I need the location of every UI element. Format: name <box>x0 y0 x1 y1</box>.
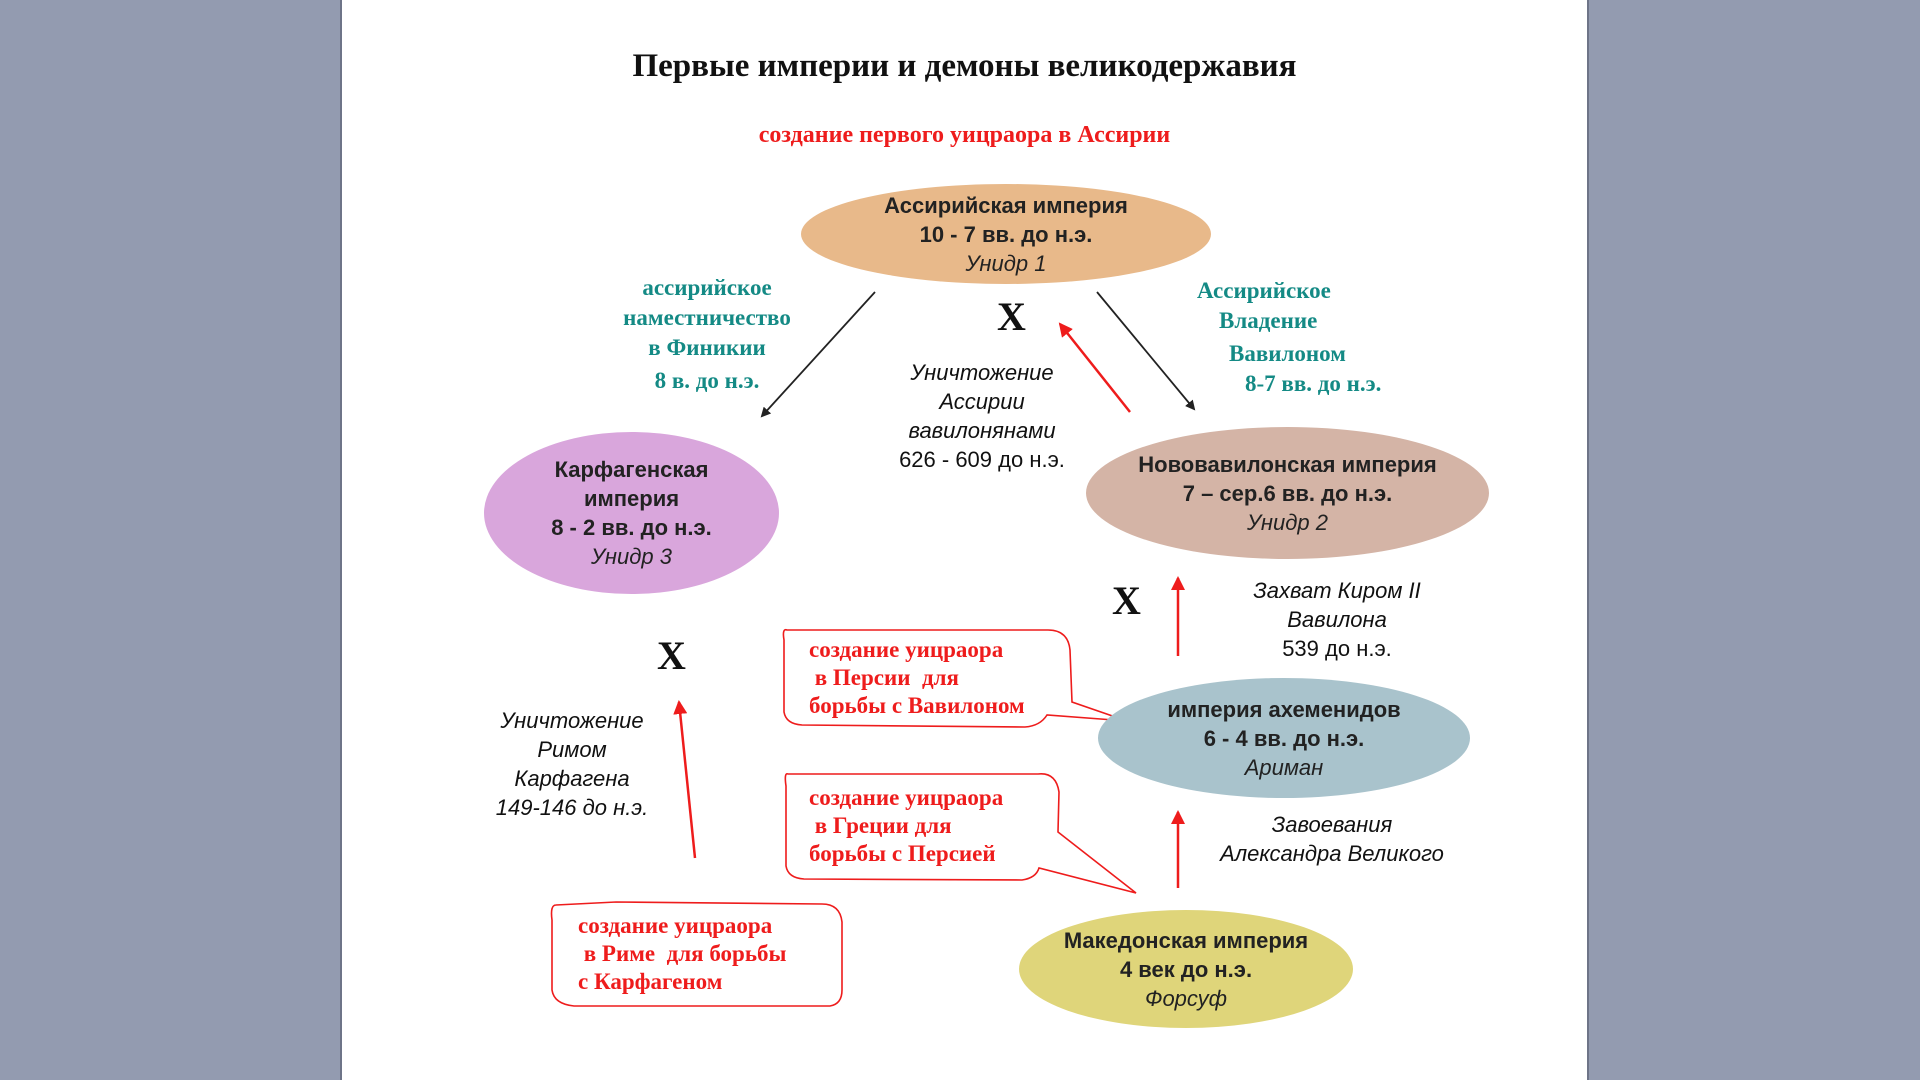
label-line: Владение <box>1219 308 1318 333</box>
label-line: ассирийское <box>642 275 772 300</box>
node-demon: Унидр 3 <box>591 544 672 569</box>
node-title: Македонская империя <box>1063 927 1309 953</box>
callout-greece-shape <box>784 772 1137 894</box>
callout-rome-shape <box>550 901 843 1007</box>
node-carthaginian-empire: Карфагенская империя 8 - 2 вв. до н.э. У… <box>484 432 779 594</box>
subtitle: создание первого уицраора в Ассирии <box>758 122 1171 148</box>
arrow-assyria-to-carthage <box>760 291 876 418</box>
label-line: 8-7 вв. до н.э. <box>1245 371 1382 396</box>
note-line: вавилонянами <box>908 418 1056 443</box>
note-rome-destroy: Уничтожение Римом Карфагена 149-146 до н… <box>467 706 677 822</box>
document-page: Первые империи и демоны великодержавия с… <box>340 0 1589 1080</box>
node-title: Нововавилонская империя <box>1138 451 1437 477</box>
callout-line: борьбы с Персией <box>809 841 996 866</box>
callout-line: в Риме для борьбы <box>578 941 787 966</box>
node-macedonian-empire: Македонская империя 4 век до н.э. Форсуф <box>1019 910 1353 1028</box>
note-cyrus-capture: Захват Киром II Вавилона 539 до н.э. <box>1237 576 1437 663</box>
note-line: Александра Великого <box>1220 841 1444 866</box>
node-dates: 10 - 7 вв. до н.э. <box>919 221 1093 247</box>
callout-rome: создание уицраора в Риме для борьбы с Ка… <box>578 912 786 996</box>
callout-line: в Греции для <box>809 813 952 838</box>
note-alexander: Завоевания Александра Великого <box>1212 810 1452 868</box>
node-neobabylonian-empire: Нововавилонская империя 7 – сер.6 вв. до… <box>1086 427 1489 559</box>
callout-line: создание уицраора <box>809 637 1004 662</box>
node-assyrian-empire: Ассирийская империя 10 - 7 вв. до н.э. У… <box>801 184 1211 284</box>
note-line: Захват Киром II <box>1253 578 1421 603</box>
label-line: наместничество <box>623 305 791 330</box>
node-achaemenid-empire: империя ахеменидов 6 - 4 вв. до н.э. Ари… <box>1098 678 1470 798</box>
label-line: 8 в. до н.э. <box>654 368 760 393</box>
note-line: 149-146 до н.э. <box>495 795 649 820</box>
label-babylon-rule: Ассирийское Владение Вавилоном 8-7 вв. д… <box>1197 276 1477 399</box>
callout-line: с Карфагеном <box>578 969 723 994</box>
node-dates: 4 век до н.э. <box>1119 956 1253 982</box>
note-line: 626 - 609 до н.э. <box>899 447 1065 472</box>
note-line: 539 до н.э. <box>1282 636 1392 661</box>
note-line: Римом <box>537 737 607 762</box>
page-title: Первые империи и демоны великодержавия <box>632 48 1297 84</box>
label-line: Ассирийское <box>1197 278 1331 303</box>
note-destroy-assyria: Уничтожение Ассирии вавилонянами 626 - 6… <box>862 358 1102 474</box>
x-mark-neobabylon: X <box>1112 578 1141 623</box>
label-line: в Финикии <box>648 335 766 360</box>
note-line: Ассирии <box>939 389 1025 414</box>
arrow-destroy-assyria <box>1058 322 1131 413</box>
note-line: Уничтожение <box>910 360 1054 385</box>
node-demon: Унидр 1 <box>965 250 1047 276</box>
callout-line: создание уицраора <box>809 785 1004 810</box>
node-demon: Форсуф <box>1144 985 1228 1011</box>
callout-line: в Персии для <box>809 665 960 690</box>
arrow-rome-destroy <box>673 700 697 859</box>
note-line: Завоевания <box>1271 812 1393 837</box>
note-line: Карфагена <box>514 766 630 791</box>
node-title: Ассирийская империя <box>884 192 1128 218</box>
note-line: Вавилона <box>1287 607 1387 632</box>
node-demon: Унидр 2 <box>1247 509 1328 535</box>
node-dates: 7 – сер.6 вв. до н.э. <box>1182 480 1393 506</box>
callout-persia-shape <box>782 628 1128 728</box>
node-dates: 8 - 2 вв. до н.э. <box>551 515 712 540</box>
node-title: Карфагенская <box>554 457 709 482</box>
x-mark-assyria: X <box>997 294 1026 339</box>
arrow-assyria-to-neobabylon <box>1096 291 1196 411</box>
node-demon: Ариман <box>1244 754 1324 780</box>
connector-layer <box>550 291 1196 1007</box>
callout-greece: создание уицраора в Греции для борьбы с … <box>809 784 1003 868</box>
node-dates: 6 - 4 вв. до н.э. <box>1203 725 1365 751</box>
x-mark-carthage: X <box>657 633 686 678</box>
node-title: империя ахеменидов <box>1167 696 1401 722</box>
node-title: империя <box>583 486 680 511</box>
note-line: Уничтожение <box>500 708 644 733</box>
label-phoenicia: ассирийское наместничество в Финикии 8 в… <box>582 273 832 396</box>
callout-persia: создание уицраора в Персии для борьбы с … <box>809 636 1025 720</box>
callout-line: создание уицраора <box>578 913 773 938</box>
label-line: Вавилоном <box>1229 341 1346 366</box>
callout-line: борьбы с Вавилоном <box>809 693 1025 718</box>
